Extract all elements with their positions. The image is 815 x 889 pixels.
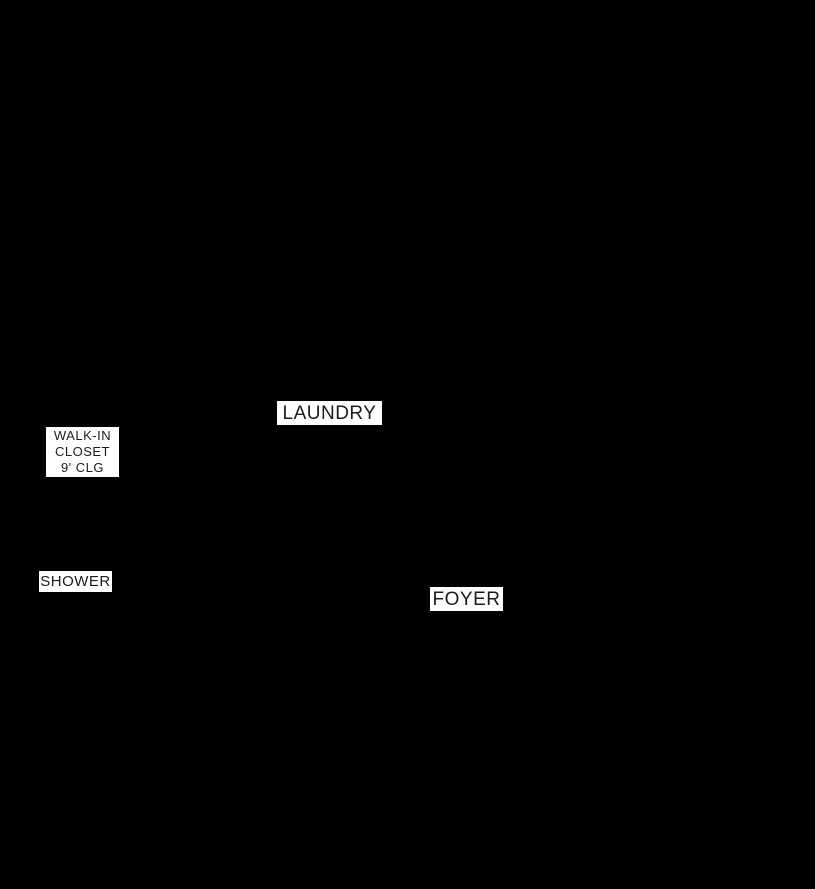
room-label-walk-in-closet-line1: WALK-IN (53, 428, 112, 443)
room-label-foyer: FOYER (430, 587, 503, 611)
room-label-shower-text: SHOWER (40, 573, 111, 590)
room-label-walk-in-closet: WALK-IN CLOSET 9' CLG (46, 427, 119, 477)
room-label-foyer-text: FOYER (432, 588, 501, 610)
room-label-walk-in-closet-line2: CLOSET (54, 444, 110, 459)
room-label-shower: SHOWER (39, 571, 112, 592)
room-label-laundry: LAUNDRY (277, 401, 382, 425)
room-label-laundry-text: LAUNDRY (282, 402, 377, 424)
room-label-walk-in-closet-line3: 9' CLG (60, 460, 105, 475)
